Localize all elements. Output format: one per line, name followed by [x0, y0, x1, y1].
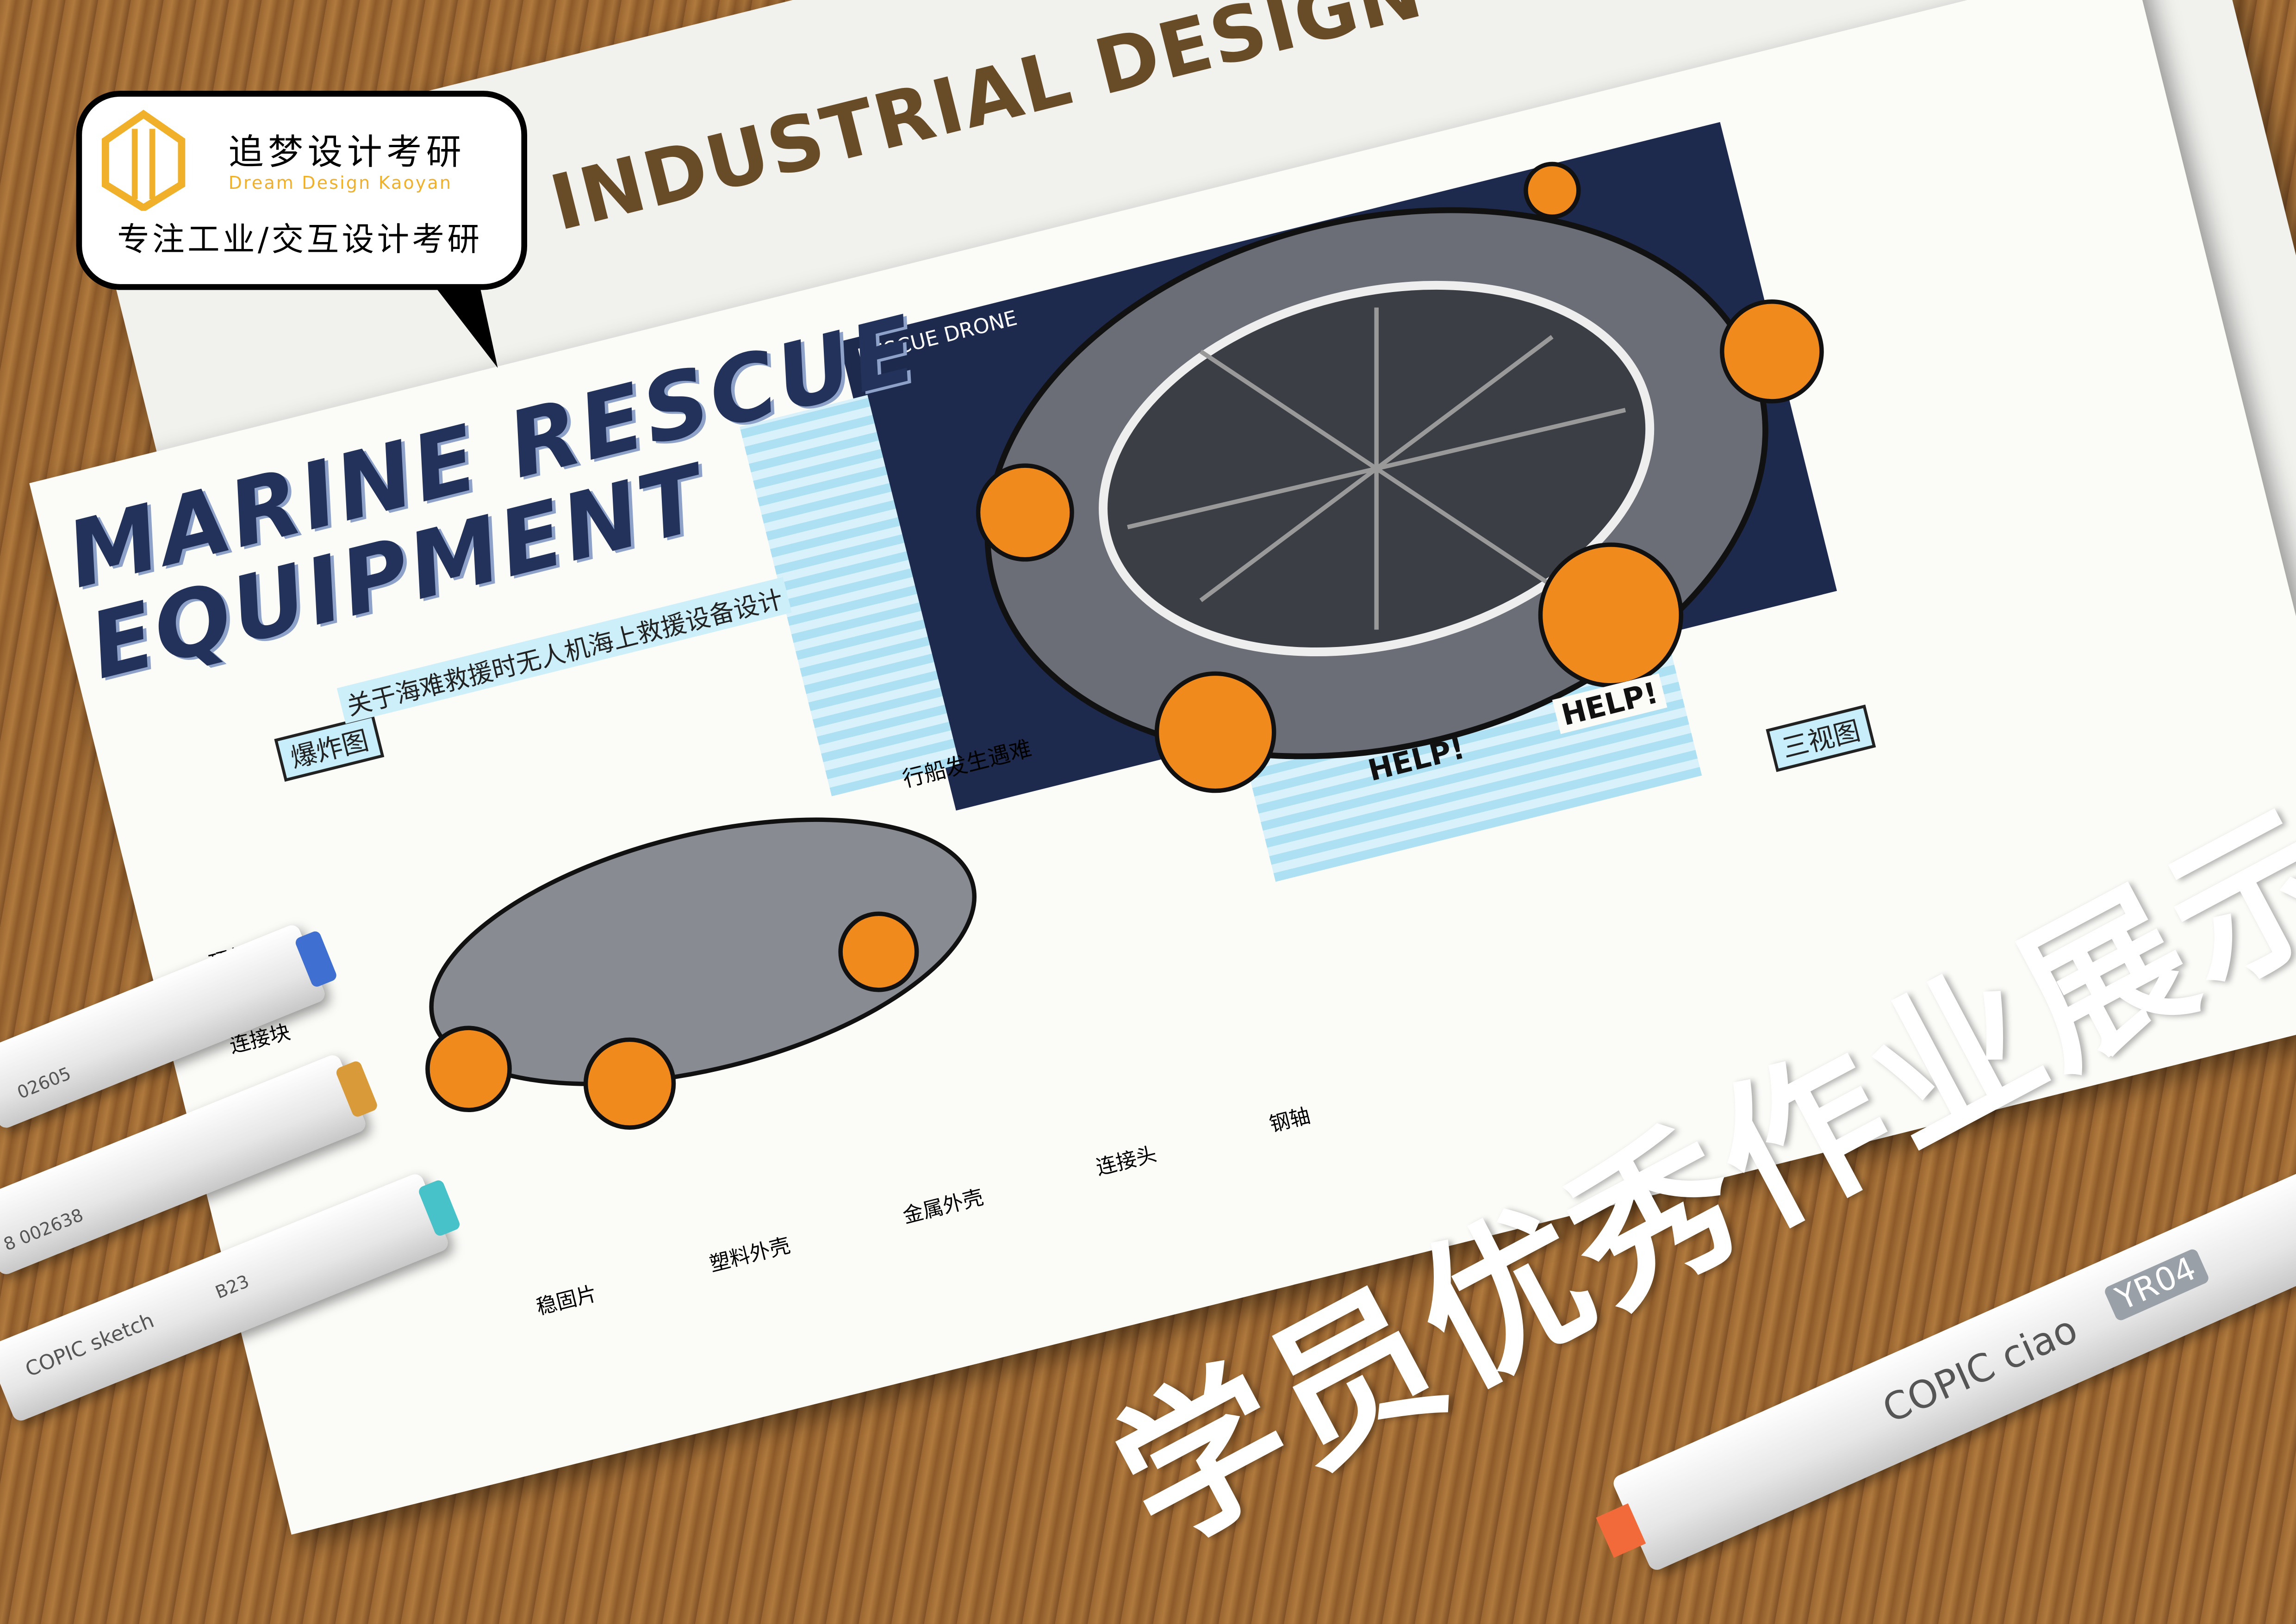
marker-code: YR04 [2103, 1247, 2210, 1322]
brand-name-en: Dream Design Kaoyan [228, 173, 453, 193]
exploded-view-label: 爆炸图 [274, 714, 385, 782]
drone-illustration [976, 162, 1824, 793]
marker-chisel-tip [1596, 1503, 1646, 1558]
logo-speech-bubble: 追梦设计考研 Dream Design Kaoyan 专注工业/交互设计考研 [76, 91, 528, 290]
marker-brand: COPIC sketch [22, 1309, 158, 1382]
part-label: 钢轴 [1267, 1105, 1313, 1138]
marker-brand: COPIC ciao [1877, 1308, 2084, 1433]
dream-design-logo-icon [101, 110, 186, 211]
part-label: 稳固片 [534, 1282, 600, 1320]
propeller [1127, 307, 1626, 630]
marker-code: B23 [212, 1271, 252, 1303]
brand-tagline: 专注工业/交互设计考研 [117, 222, 483, 260]
part-label: 金属外壳 [901, 1186, 986, 1229]
orange-thrusters [976, 162, 1824, 793]
barcode-text: 8 002638 [0, 1204, 87, 1255]
barcode-text: 02605 [14, 1063, 74, 1103]
part-label: 连接头 [1094, 1143, 1159, 1181]
exploded-drone [425, 817, 977, 1130]
part-label: 塑料外壳 [707, 1234, 793, 1277]
brand-name-cn: 追梦设计考研 [228, 131, 466, 173]
